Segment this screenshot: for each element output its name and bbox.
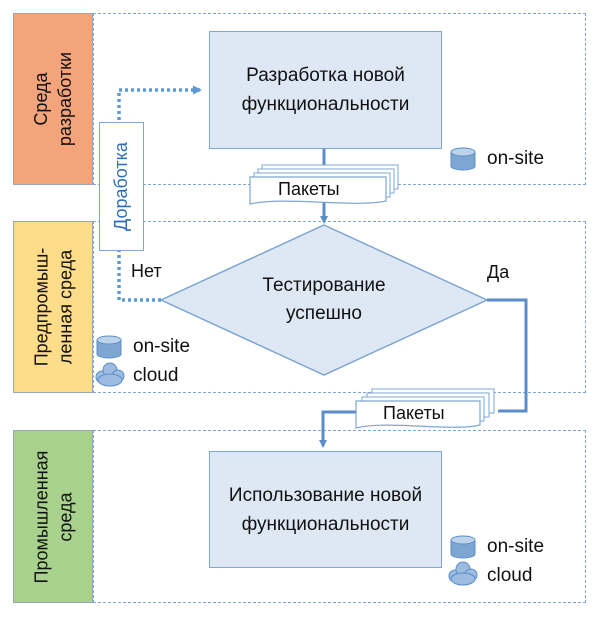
lane-label-preprod: Предпромыш-ленная среда <box>13 221 93 393</box>
hosting-cloud-prod: cloud <box>487 565 533 586</box>
lane-frame-prod <box>93 430 586 603</box>
packages-label-bottom: Пакеты <box>383 403 445 423</box>
decision-label: Тестирование успешно <box>262 275 386 324</box>
packages-stack-top <box>249 164 399 205</box>
lane-frame-preprod <box>93 221 586 393</box>
arrow-package-to-prod <box>319 410 356 448</box>
cloud-icon <box>448 561 478 586</box>
database-icon <box>96 335 122 359</box>
branch-no-label: Нет <box>131 261 162 281</box>
hosting-onsite-dev: on-site <box>487 148 545 169</box>
arrow-yes-branch <box>487 298 528 413</box>
process-use: Использование новой функциональности <box>209 451 442 568</box>
hosting-onsite-prod: on-site <box>487 536 545 557</box>
database-icon <box>450 535 476 559</box>
database-icon <box>450 147 476 171</box>
decision-diamond <box>159 224 489 376</box>
process-use-label: Использование новой функциональности <box>228 484 423 535</box>
branch-yes-label: Да <box>487 262 510 282</box>
hosting-cloud-preprod: cloud <box>133 365 179 386</box>
lane-label-prod: Промышленная среда <box>13 430 93 603</box>
process-develop: Разработка новой функциональности <box>209 31 442 149</box>
lane-label-dev: Среда разработки <box>13 13 93 185</box>
rework-label: Доработка <box>111 142 131 231</box>
cloud-icon <box>95 362 125 387</box>
packages-label-top: Пакеты <box>278 179 340 199</box>
process-develop-label: Разработка новой функциональности <box>241 65 410 115</box>
packages-stack-bottom <box>355 388 495 429</box>
hosting-onsite-preprod: on-site <box>133 336 191 357</box>
rework-box: Доработка <box>99 122 144 251</box>
